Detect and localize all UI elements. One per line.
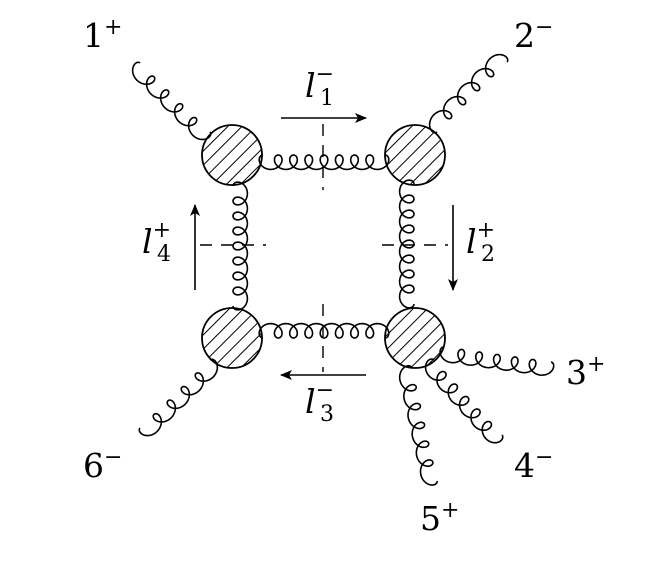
vertex-blob-top-left: [201, 124, 263, 186]
gluon-loop-top: [258, 154, 390, 171]
external-label-3: 3+: [566, 352, 605, 392]
gluon-loop-left: [232, 181, 249, 311]
gluon-external-1: [131, 61, 212, 141]
external-label-1: 1+: [83, 15, 122, 55]
gluon-external-2: [428, 53, 509, 134]
vertex-blob-top-right: [384, 124, 446, 186]
external-label-4: 4−: [514, 445, 553, 485]
vertex-blob-bottom-right: [384, 307, 446, 369]
gluon-external-6: [138, 358, 219, 437]
external-label-2: 2−: [514, 15, 553, 55]
gluon-loop-bottom: [258, 322, 390, 339]
vertex-blob-bottom-left: [201, 307, 263, 369]
momentum-label-l2: l+2: [466, 218, 495, 267]
external-label-5: 5+: [420, 498, 459, 538]
external-label-6: 6−: [83, 445, 122, 485]
momentum-label-l4: l+4: [142, 218, 171, 267]
gluon-loop-right: [398, 179, 415, 309]
momentum-label-l1: l−1: [305, 62, 334, 111]
momentum-label-l3: l−3: [305, 378, 334, 427]
gluon-external-4: [424, 358, 504, 444]
gluon-external-5: [398, 364, 438, 486]
gluon-external-3: [439, 346, 555, 376]
